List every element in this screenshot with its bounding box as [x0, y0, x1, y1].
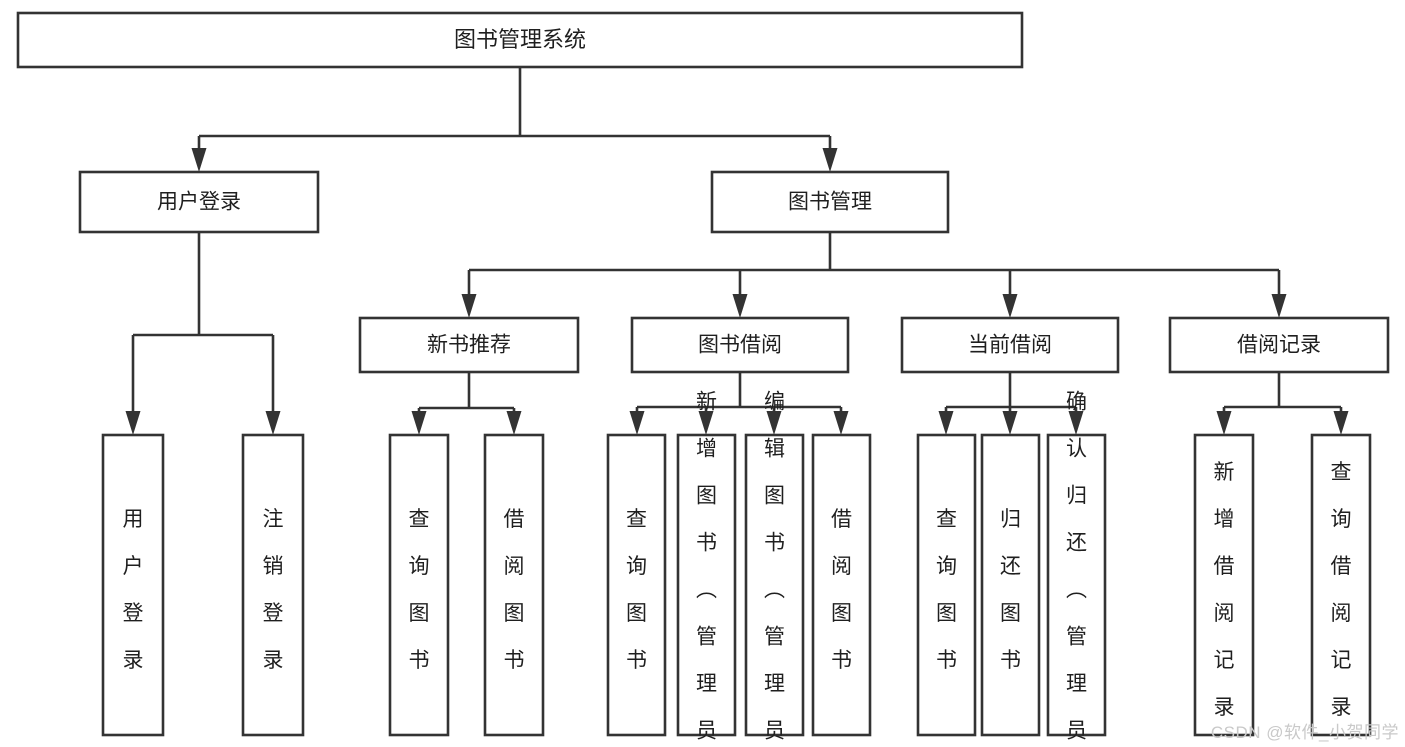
node-label-leaf-return-book: 归还图书	[1000, 508, 1021, 672]
watermark-label: CSDN @软件_小贺同学	[1210, 723, 1399, 742]
node-leaf-borrow-book-1[interactable]: 借阅图书	[483, 433, 545, 737]
nodes-layer: 图书管理系统用户登录图书管理新书推荐图书借阅当前借阅借阅记录用户登录注销登录查询…	[16, 11, 1390, 747]
node-book-borrow[interactable]: 图书借阅	[630, 316, 850, 374]
node-label-leaf-edit-book-admin: 编辑图书︵管理员︶	[764, 390, 785, 747]
user-login-branch-arrow-0-arrowhead	[125, 411, 141, 435]
node-box-book-manage[interactable]	[710, 170, 950, 234]
node-label-leaf-query-book-1: 查询图书	[409, 508, 430, 672]
node-label-leaf-user-login: 用户登录	[123, 508, 144, 672]
node-box-new-book-recommend[interactable]	[358, 316, 580, 374]
node-current-borrow[interactable]: 当前借阅	[900, 316, 1120, 374]
node-leaf-return-book[interactable]: 归还图书	[980, 433, 1041, 737]
node-box-leaf-borrow-book-2[interactable]	[811, 433, 872, 737]
node-root[interactable]: 图书管理系统	[16, 11, 1024, 69]
node-box-leaf-user-logout[interactable]	[241, 433, 305, 737]
node-label-leaf-query-book-3: 查询图书	[936, 508, 957, 672]
node-leaf-borrow-book-2[interactable]: 借阅图书	[811, 433, 872, 737]
node-leaf-user-logout[interactable]: 注销登录	[241, 433, 305, 737]
node-leaf-confirm-return-admin[interactable]: 确认归还︵管理员︶	[1046, 390, 1107, 747]
node-leaf-query-book-3[interactable]: 查询图书	[916, 433, 977, 737]
node-user-login[interactable]: 用户登录	[78, 170, 320, 234]
user-login-branch-arrow-1-arrowhead	[265, 411, 281, 435]
node-borrow-record[interactable]: 借阅记录	[1168, 316, 1390, 374]
new-book-recommend-branch-arrow-0-arrowhead	[411, 411, 427, 435]
node-leaf-add-book-admin[interactable]: 新增图书︵管理员︶	[676, 390, 737, 747]
node-box-book-borrow[interactable]	[630, 316, 850, 374]
node-new-book-recommend[interactable]: 新书推荐	[358, 316, 580, 374]
node-label-borrow-record: 借阅记录	[1237, 334, 1321, 357]
node-box-current-borrow[interactable]	[900, 316, 1120, 374]
book-manage-branch-arrow-1-arrowhead	[732, 294, 748, 318]
book-borrow-branch-arrow-0-arrowhead	[629, 411, 645, 435]
node-box-leaf-query-book-2[interactable]	[606, 433, 667, 737]
node-box-leaf-return-book[interactable]	[980, 433, 1041, 737]
node-box-leaf-edit-book-admin[interactable]	[744, 433, 805, 737]
new-book-recommend-branch-arrow-1-arrowhead	[506, 411, 522, 435]
node-box-leaf-query-book-1[interactable]	[388, 433, 450, 737]
node-label-book-borrow: 图书借阅	[698, 334, 782, 357]
node-book-manage[interactable]: 图书管理	[710, 170, 950, 234]
node-label-root: 图书管理系统	[454, 27, 586, 52]
node-label-current-borrow: 当前借阅	[968, 334, 1052, 357]
node-box-leaf-query-book-3[interactable]	[916, 433, 977, 737]
node-label-leaf-borrow-book-1: 借阅图书	[504, 508, 525, 672]
current-borrow-branch-arrow-1-arrowhead	[1002, 411, 1018, 435]
node-box-leaf-add-book-admin[interactable]	[676, 433, 737, 737]
root-branch-arrow-1-arrowhead	[822, 148, 838, 172]
node-leaf-query-book-2[interactable]: 查询图书	[606, 433, 667, 737]
node-label-leaf-borrow-book-2: 借阅图书	[831, 508, 852, 672]
borrow-record-branch-arrow-1-arrowhead	[1333, 411, 1349, 435]
node-leaf-query-borrow-record[interactable]: 查询借阅记录	[1310, 433, 1372, 737]
node-box-leaf-query-borrow-record[interactable]	[1310, 433, 1372, 737]
book-borrow-branch-arrow-3-arrowhead	[833, 411, 849, 435]
node-label-leaf-add-book-admin: 新增图书︵管理员︶	[696, 390, 717, 747]
node-box-leaf-borrow-book-1[interactable]	[483, 433, 545, 737]
node-label-user-login: 用户登录	[157, 191, 241, 214]
node-leaf-add-borrow-record[interactable]: 新增借阅记录	[1193, 433, 1255, 737]
node-label-leaf-query-borrow-record: 查询借阅记录	[1331, 461, 1352, 719]
book-borrow-branch-arrow-1-arrowhead	[698, 411, 714, 435]
node-leaf-user-login[interactable]: 用户登录	[101, 433, 165, 737]
book-manage-branch-arrow-0-arrowhead	[461, 294, 477, 318]
book-manage-branch-arrow-2-arrowhead	[1002, 294, 1018, 318]
node-label-leaf-user-logout: 注销登录	[263, 508, 284, 672]
node-box-root[interactable]	[16, 11, 1024, 69]
node-leaf-query-book-1[interactable]: 查询图书	[388, 433, 450, 737]
root-branch-arrow-0-arrowhead	[191, 148, 207, 172]
node-box-user-login[interactable]	[78, 170, 320, 234]
node-box-leaf-add-borrow-record[interactable]	[1193, 433, 1255, 737]
node-label-new-book-recommend: 新书推荐	[427, 334, 511, 357]
node-leaf-edit-book-admin[interactable]: 编辑图书︵管理员︶	[744, 390, 805, 747]
current-borrow-branch-arrow-0-arrowhead	[938, 411, 954, 435]
current-borrow-branch-arrow-2-arrowhead	[1068, 411, 1084, 435]
book-borrow-branch-arrow-2-arrowhead	[766, 411, 782, 435]
borrow-record-branch-arrow-0-arrowhead	[1216, 411, 1232, 435]
node-box-leaf-confirm-return-admin[interactable]	[1046, 433, 1107, 737]
node-label-leaf-confirm-return-admin: 确认归还︵管理员︶	[1066, 390, 1087, 747]
node-box-borrow-record[interactable]	[1168, 316, 1390, 374]
node-label-book-manage: 图书管理	[788, 191, 872, 214]
node-box-leaf-user-login[interactable]	[101, 433, 165, 737]
node-label-leaf-add-borrow-record: 新增借阅记录	[1214, 461, 1235, 719]
node-label-leaf-query-book-2: 查询图书	[626, 508, 647, 672]
book-manage-branch-arrow-3-arrowhead	[1271, 294, 1287, 318]
connectors-layer	[125, 67, 1349, 435]
